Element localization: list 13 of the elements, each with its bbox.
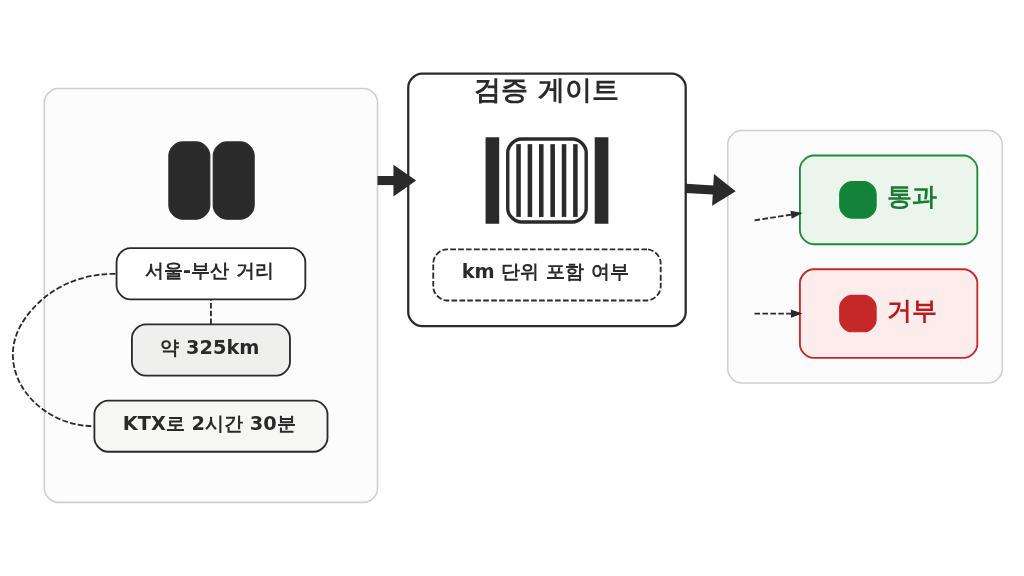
arrow bbox=[753, 309, 803, 318]
node-box: 거부 bbox=[799, 268, 979, 359]
node-box: 약 325km bbox=[131, 323, 291, 377]
arrow bbox=[685, 174, 736, 206]
node-box: 통과 bbox=[799, 154, 979, 246]
cluster bbox=[727, 129, 1004, 384]
node-box: km 단위 포함 여부 bbox=[432, 248, 662, 302]
arrow bbox=[377, 164, 417, 197]
arrow bbox=[753, 210, 803, 222]
connector bbox=[210, 298, 212, 326]
connector bbox=[12, 272, 117, 428]
node-box: 서울-부산 거리 bbox=[115, 247, 307, 301]
node-box: KTX로 2시간 30분 bbox=[93, 399, 329, 453]
